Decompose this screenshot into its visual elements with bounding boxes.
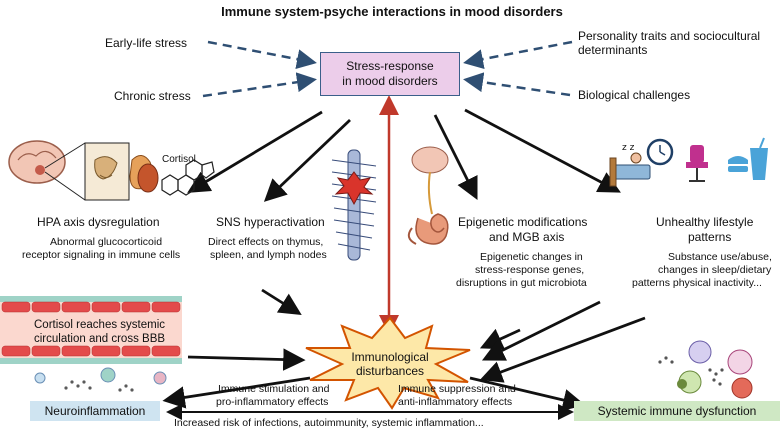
stress-response-box: Stress-response in mood disorders xyxy=(320,52,460,96)
lifestyle-title-line1: Unhealthy lifestyle xyxy=(656,215,754,229)
input-early-life-stress: Early-life stress xyxy=(105,36,188,50)
epigenetic-desc-line3: disruptions in gut microbiota xyxy=(456,277,587,289)
sns-desc-line2: spleen, and lymph nodes xyxy=(210,249,327,261)
lifestyle-desc-line3: patterns physical inactivity... xyxy=(632,277,762,289)
input-personality-line2: determinants xyxy=(578,43,648,57)
cortisol-label: Cortisol xyxy=(162,154,196,165)
lifestyle-illustration: z z xyxy=(609,137,768,187)
suppression-line2: anti-inflammatory effects xyxy=(398,396,513,408)
stimulation-line2: pro-inflammatory effects xyxy=(216,396,329,408)
cortisol-molecule xyxy=(161,159,215,196)
epigenetic-title-line1: Epigenetic modifications xyxy=(458,215,588,229)
stimulation-line1: Immune stimulation and xyxy=(218,383,330,395)
converging-arrows xyxy=(187,288,646,383)
hpa-title: HPA axis dysregulation xyxy=(37,215,160,229)
neuroinflammation-label: Neuroinflammation xyxy=(44,404,146,418)
stress-response-line1: Stress-response xyxy=(346,59,434,73)
arrow-chronic xyxy=(202,72,317,98)
systemic-dysfunction-box: Systemic immune dysfunction xyxy=(574,401,780,421)
epigenetic-desc-line2: stress-response genes, xyxy=(475,264,585,276)
input-personality-line1: Personality traits and sociocultural xyxy=(578,29,761,43)
starburst-line2: disturbances xyxy=(355,364,425,378)
systemic-dysfunction-label: Systemic immune dysfunction xyxy=(597,404,757,418)
suppression-line1: Immune suppression and xyxy=(398,383,516,395)
starburst-line1: Immunological xyxy=(351,350,429,364)
sns-desc-line1: Direct effects on thymus, xyxy=(208,236,324,248)
brain-gut-illustration xyxy=(407,146,449,245)
blood-vessel xyxy=(0,296,182,392)
spine-illustration xyxy=(331,149,377,261)
vessel-text-line1: Cortisol reaches systemic xyxy=(34,319,166,331)
hpa-desc-line2: receptor signaling in immune cells xyxy=(22,249,181,261)
diagram-title: Immune system-psyche interactions in moo… xyxy=(221,4,563,19)
immunological-starburst xyxy=(305,316,471,410)
vessel-text-line2: circulation and cross BBB xyxy=(34,333,166,345)
epigenetic-desc-line1: Epigenetic changes in xyxy=(480,251,583,263)
input-biological-challenges: Biological challenges xyxy=(578,88,691,102)
lifestyle-desc-line2: changes in sleep/dietary xyxy=(658,264,772,276)
sns-title: SNS hyperactivation xyxy=(216,215,325,229)
pathway-arrows xyxy=(187,108,621,202)
stress-response-line2: in mood disorders xyxy=(342,74,438,88)
bottom-risk-text: Increased risk of infections, autoimmuni… xyxy=(174,417,484,429)
hpa-desc-line1: Abnormal glucocorticoid xyxy=(50,236,163,248)
svg-text:z z: z z xyxy=(622,143,635,153)
input-arrows xyxy=(202,40,573,98)
lifestyle-title-line2: patterns xyxy=(688,230,732,244)
brain-illustration xyxy=(8,140,86,201)
neuroinflammation-box: Neuroinflammation xyxy=(30,401,160,421)
immune-cells-illustration xyxy=(658,340,753,399)
lifestyle-desc-line1: Substance use/abuse, xyxy=(668,251,772,263)
arrow-biological xyxy=(463,72,571,97)
arrow-early-life xyxy=(207,40,317,69)
epigenetic-title-line2: and MGB axis xyxy=(489,230,565,244)
input-chronic-stress: Chronic stress xyxy=(114,89,191,103)
outcome-arrows xyxy=(162,376,586,412)
arrow-personality xyxy=(463,40,573,69)
